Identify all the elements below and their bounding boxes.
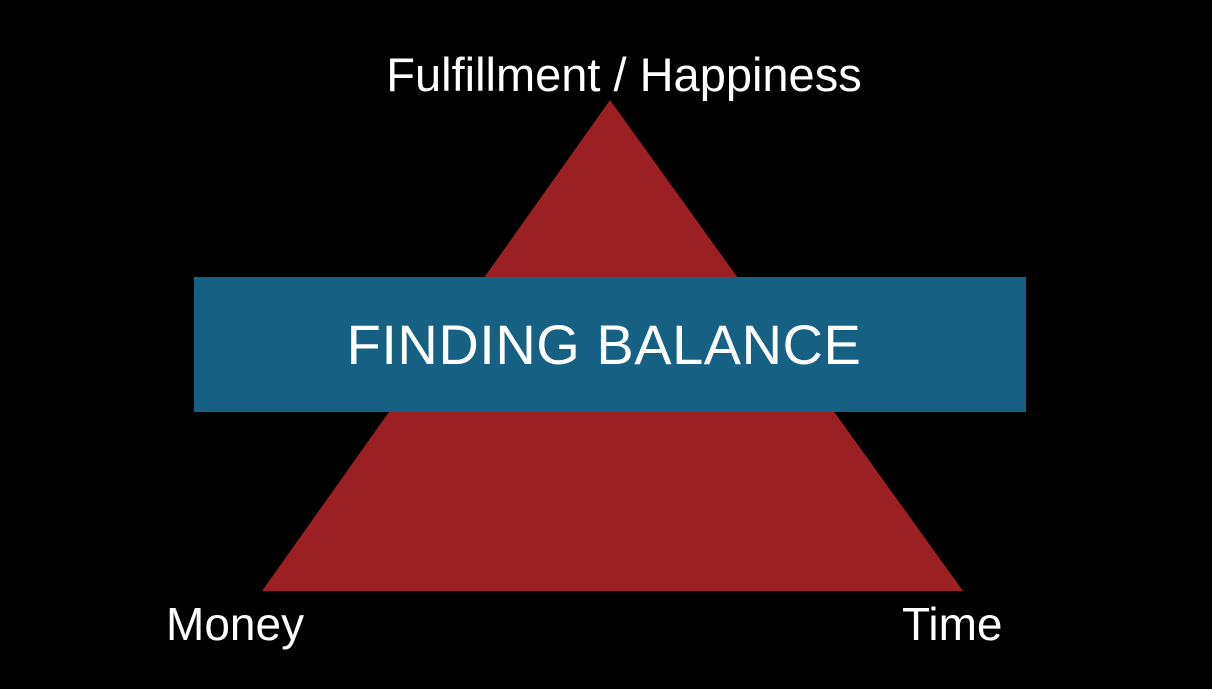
- finding-balance-banner: FINDING BALANCE: [194, 277, 1026, 412]
- vertex-label-time: Time: [902, 598, 1003, 650]
- vertex-label-fulfillment: Fulfillment / Happiness: [386, 48, 862, 101]
- vertex-label-money: Money: [166, 598, 305, 650]
- banner-label: FINDING BALANCE: [346, 312, 862, 376]
